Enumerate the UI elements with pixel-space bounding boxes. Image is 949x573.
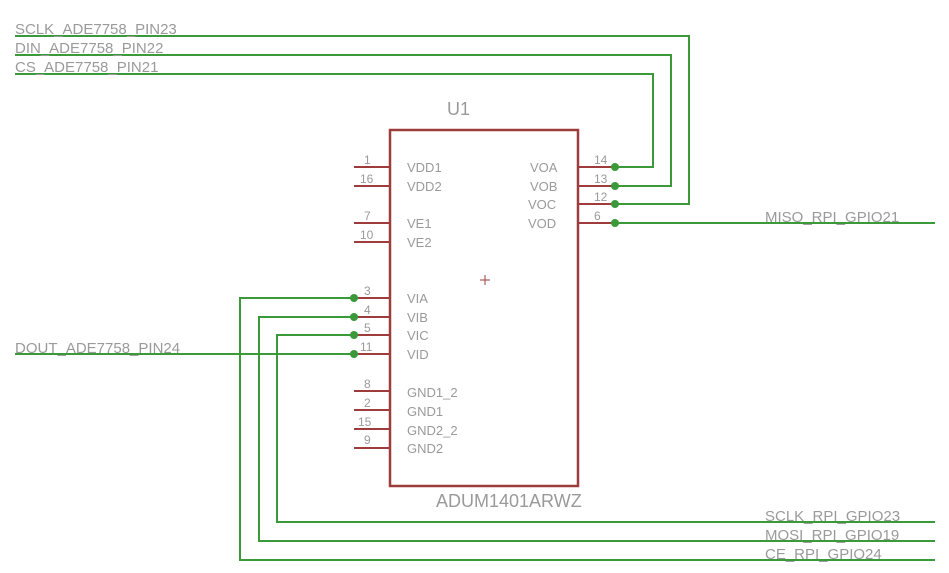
net-labels: SCLK_ADE7758_PIN23 DIN_ADE7758_PIN22 CS_… <box>15 21 900 563</box>
pin-name-gnd1: GND1 <box>407 404 443 419</box>
part-u1[interactable]: U1 ADUM1401ARWZ 1 VDD1 16 VDD2 7 VE1 10 … <box>354 99 615 511</box>
pin-number-15: 15 <box>358 415 372 429</box>
pin-name-ve2: VE2 <box>407 235 432 250</box>
wire-sclk-rpi[interactable] <box>276 334 935 523</box>
right-pins: 14 VOA 13 VOB 12 VOC 6 VOD <box>528 153 615 231</box>
pin-number-8: 8 <box>364 377 371 391</box>
junction-dot <box>350 294 358 302</box>
pin-name-vid: VID <box>407 347 429 362</box>
part-designator: U1 <box>447 99 470 119</box>
origin-marker-icon <box>480 275 490 285</box>
pin-name-vdd2: VDD2 <box>407 179 442 194</box>
pin-name-vdd1: VDD1 <box>407 160 442 175</box>
pin-number-16: 16 <box>360 172 374 186</box>
pin-number-12: 12 <box>594 190 608 204</box>
net-label-mosi-rpi[interactable]: MOSI_RPI_GPIO19 <box>765 527 899 544</box>
part-value: ADUM1401ARWZ <box>436 491 582 511</box>
net-label-cs-ade[interactable]: CS_ADE7758_PIN21 <box>15 59 158 76</box>
wire-sclk-ade[interactable] <box>15 35 690 205</box>
net-wires <box>15 35 935 561</box>
pin-number-2: 2 <box>364 396 371 410</box>
net-label-miso-rpi[interactable]: MISO_RPI_GPIO21 <box>765 209 899 226</box>
pin-name-vob: VOB <box>530 179 557 194</box>
part-body[interactable] <box>388 128 580 488</box>
junction-dot <box>611 163 619 171</box>
pin-number-10: 10 <box>360 228 374 242</box>
wire-ce-rpi[interactable] <box>239 297 935 561</box>
pin-number-1: 1 <box>364 153 371 167</box>
pin-name-voa: VOA <box>530 160 558 175</box>
junction-dot <box>350 313 358 321</box>
pin-number-5: 5 <box>364 321 371 335</box>
junction-dot <box>611 219 619 227</box>
pin-name-voc: VOC <box>528 197 556 212</box>
pin-number-7: 7 <box>364 209 371 223</box>
pin-number-14: 14 <box>594 153 608 167</box>
junction-dot <box>350 331 358 339</box>
pin-name-vod: VOD <box>528 216 556 231</box>
pin-name-vib: VIB <box>407 310 428 325</box>
pin-number-6: 6 <box>594 209 601 223</box>
pin-number-3: 3 <box>364 284 371 298</box>
wire-mosi-rpi[interactable] <box>258 316 935 542</box>
pin-name-gnd2-2: GND2_2 <box>407 423 458 438</box>
wire-din-ade[interactable] <box>15 54 672 187</box>
pin-number-13: 13 <box>594 172 608 186</box>
net-label-sclk-ade[interactable]: SCLK_ADE7758_PIN23 <box>15 21 177 38</box>
pin-name-gnd2: GND2 <box>407 441 443 456</box>
pin-name-via: VIA <box>407 291 428 306</box>
net-label-sclk-rpi[interactable]: SCLK_RPI_GPIO23 <box>765 508 900 525</box>
net-label-din-ade[interactable]: DIN_ADE7758_PIN22 <box>15 40 163 57</box>
pin-name-gnd1-2: GND1_2 <box>407 385 458 400</box>
net-label-dout-ade[interactable]: DOUT_ADE7758_PIN24 <box>15 340 180 357</box>
junction-dot <box>611 182 619 190</box>
pin-number-9: 9 <box>364 433 371 447</box>
pin-number-11: 11 <box>360 340 373 354</box>
junction-dot <box>350 350 358 358</box>
net-label-ce-rpi[interactable]: CE_RPI_GPIO24 <box>765 546 882 563</box>
left-pins: 1 VDD1 16 VDD2 7 VE1 10 VE2 3 VIA 4 VIB … <box>354 153 458 456</box>
pin-name-ve1: VE1 <box>407 216 432 231</box>
pin-name-vic: VIC <box>407 328 429 343</box>
junction-dot <box>611 200 619 208</box>
junctions <box>350 163 619 358</box>
wire-cs-ade[interactable] <box>15 73 654 168</box>
pin-number-4: 4 <box>364 303 371 317</box>
